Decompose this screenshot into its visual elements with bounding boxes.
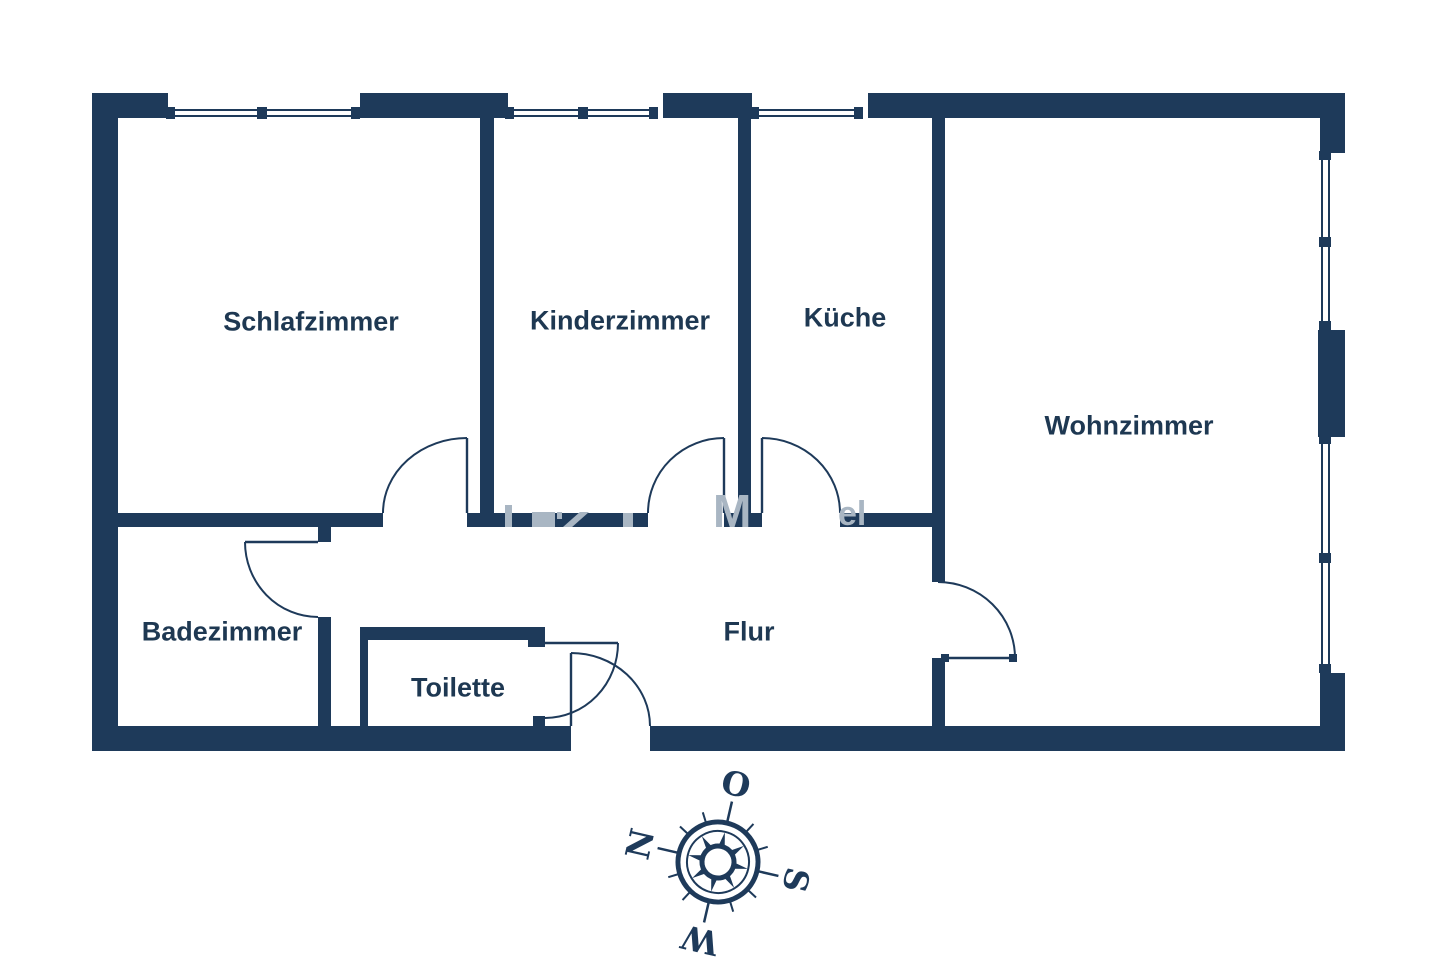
door-arc-kueche [761,437,841,514]
interior-walls [118,118,945,726]
door-arc-wohnzimmer [937,581,1016,659]
wall-toilette-stub [533,716,545,726]
room-label-flur: Flur [723,616,775,647]
outer-walls [92,93,1345,751]
door-hinge-block [1009,654,1017,662]
window-end-bracket [166,107,175,119]
window-end-bracket [854,107,863,119]
window-mullion [578,107,588,119]
window-kueche [750,107,863,119]
window-end-bracket [1319,321,1331,330]
compass-south-label: S [774,864,817,896]
compass-east-label: O [718,762,755,806]
wall-left [92,93,118,751]
wall-top-segment [92,93,168,118]
watermark-fragment [505,505,512,527]
wall-top-segment [868,93,1345,118]
wall-toilette-top [360,627,528,640]
wall-bottom-segment [650,726,1345,751]
window-end-bracket [1319,435,1331,444]
compass-outer-ticks [657,801,779,923]
watermark-fragment: M [713,485,752,537]
wall-top-segment [663,93,752,118]
compass-rose: N O S W [618,762,818,964]
room-label-schlafzimmer: Schlafzimmer [223,306,399,337]
wall-toilette-corner [528,627,545,647]
room-label-kinderzimmer: Kinderzimmer [529,305,711,336]
watermark-fragment [623,513,633,527]
wall-corridor-top [467,513,648,527]
wall-corridor-top [724,513,762,527]
window-end-bracket [351,107,360,119]
watermark-fragment [532,512,555,527]
room-label-kueche: Küche [803,302,887,333]
door-arc-toilette [544,642,619,719]
wall-flur-wohnzimmer [932,658,945,726]
room-label-badezimmer: Badezimmer [141,616,303,647]
wall-schlaf-kinder [480,118,494,513]
compass-inner-rays [688,832,748,892]
wall-badezimmer-stub [318,527,331,542]
window-end-bracket [649,107,658,119]
window-mullion [1319,553,1331,563]
compass-west-label: W [677,917,724,964]
wall-corridor-top [118,513,383,527]
door-arc-badezimmer [244,541,319,618]
compass-middle-ring [686,830,750,894]
wall-kueche-wohnzimmer [932,118,945,582]
wall-right-segment [1320,93,1345,153]
wall-bottom-segment [92,726,571,751]
window-mullion [1319,237,1331,247]
watermark-fragment: el [838,495,867,533]
door-arc-kinderzimmer [647,437,725,514]
wall-corridor-top [840,513,932,527]
wall-right-pillar [1318,330,1345,437]
window-schlafzimmer [166,107,360,119]
window-end-bracket [505,107,514,119]
room-label-toilette: Toilette [411,672,505,703]
wall-top-segment [360,93,508,118]
window-end-bracket [750,107,759,119]
door-arc-entrance [570,652,651,727]
door-arc-schlafzimmer [382,437,468,514]
wall-kinder-kueche [738,118,751,513]
compass-hub-ring [699,843,737,881]
window-wohnzimmer-lower [1319,435,1331,673]
window-end-bracket [1319,151,1331,160]
window-mullion [257,107,267,119]
compass-outer-ring [675,819,761,905]
wall-toilette-left [360,627,368,726]
wall-badezimmer-flur [318,617,331,726]
door-hinge-block [941,654,949,662]
window-kinderzimmer [505,107,658,119]
room-label-wohnzimmer: Wohnzimmer [1044,410,1214,441]
window-end-bracket [1319,664,1331,673]
compass-north-label: N [618,825,663,863]
watermark-fragment [557,512,562,519]
window-wohnzimmer-upper [1319,151,1331,330]
doors [244,437,1017,727]
